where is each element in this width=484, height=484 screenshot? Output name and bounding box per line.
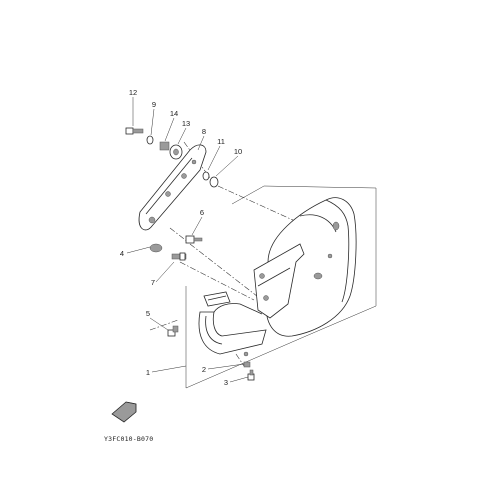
assembly-bracket: [185, 185, 377, 389]
callout-11: 11: [217, 137, 225, 146]
hardware-parts: [125, 127, 255, 381]
washer-11: [202, 171, 210, 181]
washer-9: [146, 135, 154, 145]
collar-14: [159, 141, 170, 151]
callout-10: 10: [234, 147, 242, 156]
callout-7: 7: [151, 278, 155, 287]
bolt-3: [247, 369, 255, 381]
nut-2: [243, 361, 251, 368]
catalog-code: Y3FC010-B070: [104, 435, 153, 443]
callout-1: 1: [146, 368, 150, 377]
callout-3: 3: [224, 378, 228, 387]
callout-5: 5: [146, 309, 150, 318]
front-direction-icon: [111, 401, 137, 423]
bolt-12: [125, 127, 144, 135]
bolt-5: [167, 325, 179, 337]
callout-2: 2: [202, 365, 206, 374]
callout-13: 13: [182, 119, 190, 128]
callout-6: 6: [200, 208, 204, 217]
bolt-6: [185, 235, 203, 244]
damper-13: [169, 144, 183, 160]
callout-14: 14: [170, 109, 178, 118]
callout-12: 12: [129, 88, 137, 97]
callout-4: 4: [120, 249, 124, 258]
callout-8: 8: [202, 127, 206, 136]
stud-7: [171, 252, 187, 261]
exhaust-pipe: [198, 291, 267, 357]
callout-leaders: [126, 97, 249, 383]
heat-protector: [138, 144, 207, 231]
callout-9: 9: [152, 100, 156, 109]
callout-labels: 12 9 14 13 8 11 10 6 4 7 5 1 2 3: [120, 88, 242, 387]
muffler: [253, 197, 357, 337]
gasket-4: [149, 243, 163, 253]
washer-10: [209, 176, 219, 188]
